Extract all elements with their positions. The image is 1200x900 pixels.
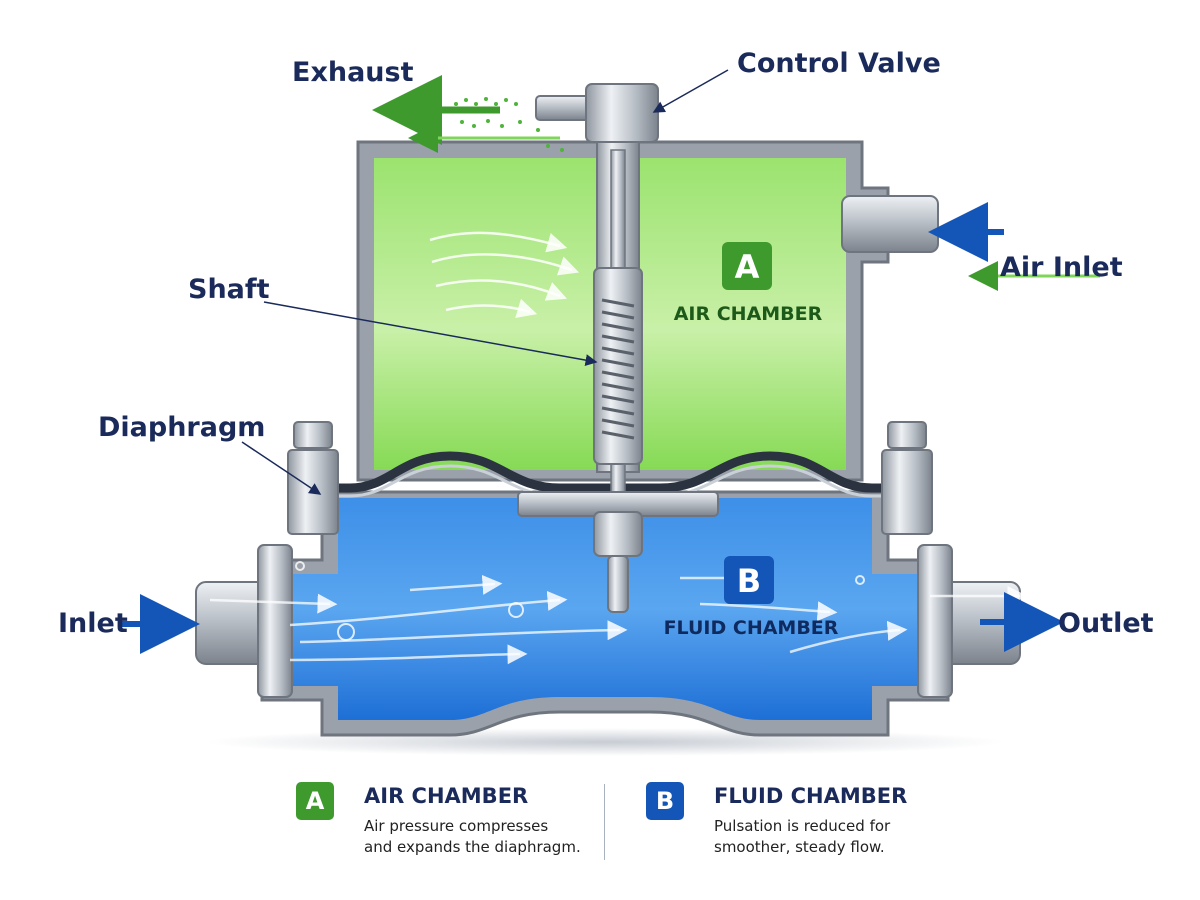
control-valve-label: Control Valve	[737, 48, 941, 79]
shaft-label: Shaft	[188, 274, 270, 305]
air-chamber-badge-letter: A	[735, 248, 760, 286]
clamp-bolt-right	[882, 422, 932, 534]
legend-divider	[604, 784, 605, 860]
legend-fluid-title: FLUID CHAMBER	[714, 784, 907, 808]
air-inlet-port	[842, 196, 938, 252]
air-chamber-badge: A	[722, 242, 772, 290]
outlet-label: Outlet	[1058, 608, 1154, 639]
legend-air-desc-line1: Air pressure compresses	[364, 816, 594, 837]
legend-fluid-badge: B	[646, 782, 684, 820]
fluid-chamber-label: FLUID CHAMBER	[664, 617, 839, 639]
shaft-hub	[594, 512, 642, 556]
control-valve-leader	[654, 70, 728, 112]
diaphragm-label: Diaphragm	[98, 412, 265, 443]
legend-fluid-desc-line2: smoother, steady flow.	[714, 837, 944, 858]
legend-air-desc-line2: and expands the diaphragm.	[364, 837, 594, 858]
exhaust-label: Exhaust	[292, 57, 414, 88]
outlet-flange	[918, 545, 952, 697]
fluid-chamber-badge-letter: B	[737, 562, 761, 600]
legend-air-title: AIR CHAMBER	[364, 784, 528, 808]
legend-fluid-desc: Pulsation is reduced for smoother, stead…	[714, 816, 944, 858]
inlet-flange	[258, 545, 292, 697]
fluid-chamber-badge: B	[724, 556, 774, 604]
control-valve	[536, 84, 658, 142]
air-inlet-label: Air Inlet	[1000, 252, 1123, 283]
legend-air-badge: A	[296, 782, 334, 820]
legend: A AIR CHAMBER Air pressure compresses an…	[290, 778, 930, 868]
legend-fluid-desc-line1: Pulsation is reduced for	[714, 816, 944, 837]
inlet-label: Inlet	[58, 608, 128, 639]
air-chamber-label: AIR CHAMBER	[674, 303, 823, 325]
legend-air-desc: Air pressure compresses and expands the …	[364, 816, 594, 858]
shaft-tip	[608, 556, 628, 612]
